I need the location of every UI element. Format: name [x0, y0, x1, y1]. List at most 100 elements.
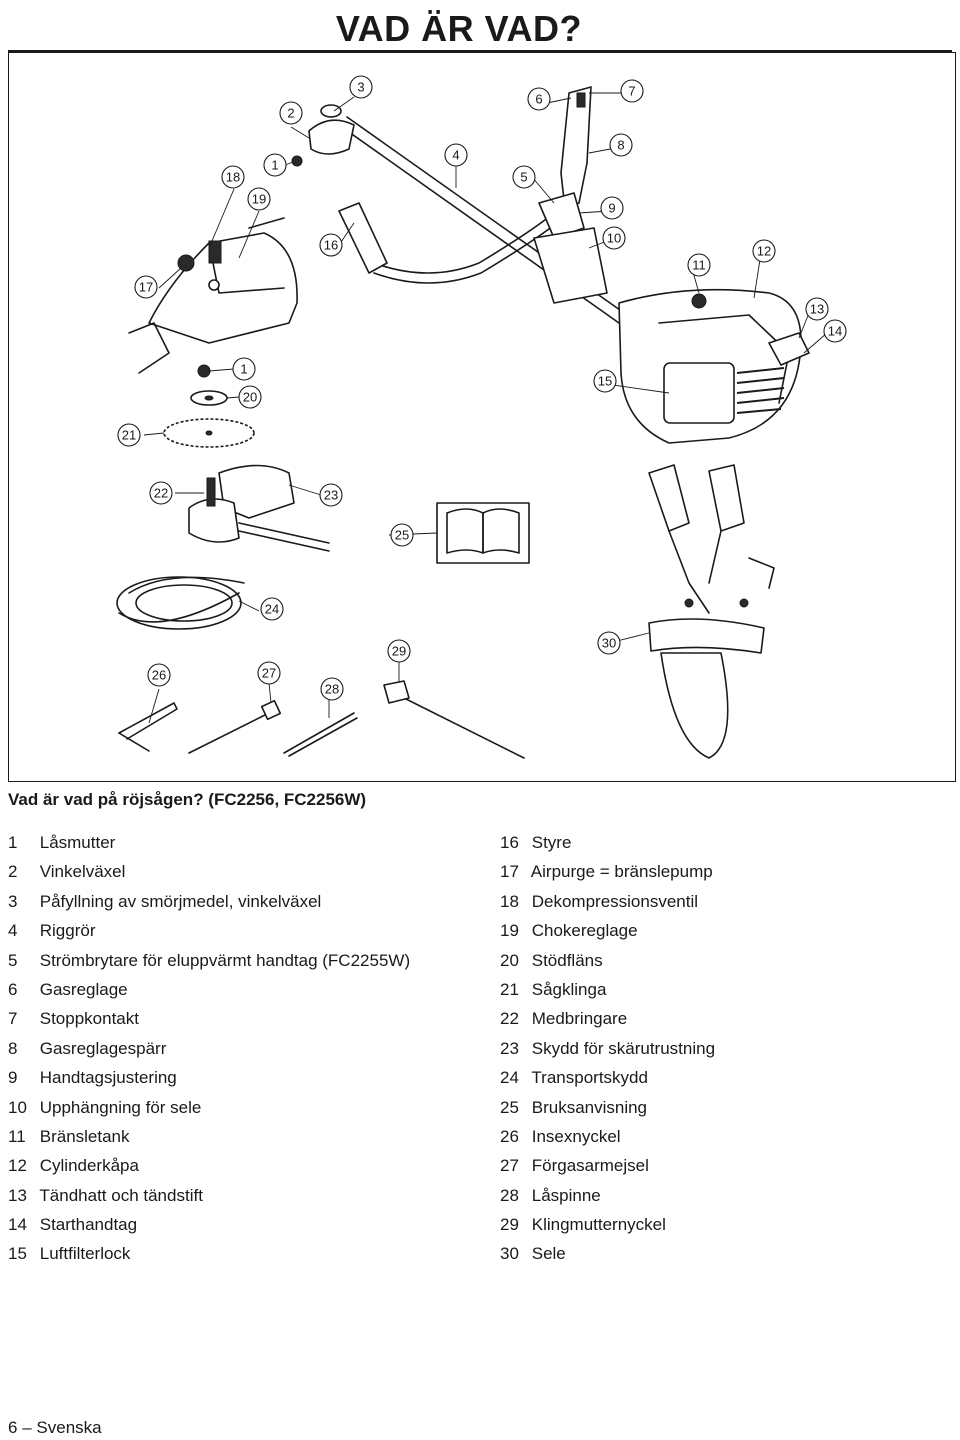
- part-number: 14: [8, 1215, 27, 1235]
- part-number: 7: [8, 1009, 18, 1029]
- part-label: Bränsletank: [39, 1126, 130, 1146]
- title-rule: [8, 50, 952, 53]
- callout-circle: [238, 385, 262, 409]
- part-item: 3 Påfyllning av smörjmedel, vinkelväxel: [8, 887, 410, 916]
- callout-circle: [349, 75, 373, 99]
- part-label: Vinkelväxel: [39, 862, 126, 882]
- callout-circle: [593, 369, 617, 393]
- part-item: 5 Strömbrytare för eluppvärmt handtag (F…: [8, 946, 410, 975]
- part-label: Airpurge = bränslepump: [530, 862, 713, 882]
- callout-circle: [232, 357, 256, 381]
- part-item: 28 Låspinne: [500, 1181, 715, 1210]
- callout-number: 25: [395, 528, 409, 543]
- part-label: Medbringare: [531, 1009, 628, 1029]
- part-item: 14 Starthandtag: [8, 1210, 410, 1239]
- callout-circle: [263, 153, 287, 177]
- part-item: 23 Skydd för skärutrustning: [500, 1034, 715, 1063]
- callout-circle: [320, 677, 344, 701]
- part-label: Gasreglage: [39, 979, 128, 999]
- callout-number: 20: [243, 390, 257, 405]
- callout-number: 28: [325, 682, 339, 697]
- transport-guard-drawing: [116, 576, 245, 630]
- part-number: 19: [500, 921, 519, 941]
- callout-number: 11: [692, 258, 706, 273]
- callout-number: 29: [392, 644, 406, 659]
- callout-circle: [319, 483, 343, 507]
- callout-circle: [600, 196, 624, 220]
- part-item: 13 Tändhatt och tändstift: [8, 1181, 410, 1210]
- callout-number: 4: [452, 148, 459, 163]
- gear-head-drawing: [188, 464, 330, 552]
- part-item: 22 Medbringare: [500, 1004, 715, 1033]
- callout-number: 16: [324, 238, 338, 253]
- callout-number: 14: [828, 324, 842, 339]
- callout-circle: [319, 233, 343, 257]
- callout-circle: [257, 661, 281, 685]
- callout-circle: [687, 253, 711, 277]
- part-number: 4: [8, 921, 18, 941]
- callout-circle: [609, 133, 633, 157]
- callout-circle: [134, 275, 158, 299]
- part-number: 5: [8, 950, 18, 970]
- part-label: Sågklinga: [531, 979, 607, 999]
- callout-number: 21: [122, 428, 136, 443]
- part-number: 8: [8, 1038, 18, 1058]
- callout-number: 26: [152, 668, 166, 683]
- part-item: 12 Cylinderkåpa: [8, 1151, 410, 1180]
- callout-number: 1: [240, 362, 247, 377]
- section-heading: Vad är vad på röjsågen? (FC2256, FC2256W…: [8, 790, 367, 809]
- part-label: Tändhatt och tändstift: [39, 1185, 203, 1205]
- callout-circle: [147, 663, 171, 687]
- callout-circle: [752, 239, 776, 263]
- manual-book-icon: [436, 502, 530, 564]
- part-number: 22: [500, 1009, 519, 1029]
- callout-circle: [247, 187, 271, 211]
- callout-number: 30: [602, 636, 616, 651]
- callout-number: 15: [598, 374, 612, 389]
- part-number: 28: [500, 1185, 519, 1205]
- callout-leaders: [143, 92, 828, 724]
- part-label: Riggrör: [39, 921, 96, 941]
- part-item: 24 Transportskydd: [500, 1063, 715, 1092]
- part-number: 24: [500, 1068, 519, 1088]
- callout-number: 13: [810, 302, 824, 317]
- brushcutter-drawing: [291, 86, 810, 444]
- callout-number: 9: [608, 201, 615, 216]
- part-number: 29: [500, 1215, 519, 1235]
- part-label: Stödfläns: [531, 950, 603, 970]
- part-item: 18 Dekompressionsventil: [500, 887, 715, 916]
- part-number: 9: [8, 1068, 18, 1088]
- part-label: Dekompressionsventil: [531, 891, 699, 911]
- part-number: 13: [8, 1185, 27, 1205]
- blade-drawing: [163, 364, 255, 448]
- part-label: Klingmutternyckel: [531, 1215, 666, 1235]
- part-item: 21 Sågklinga: [500, 975, 715, 1004]
- part-number: 10: [8, 1097, 27, 1117]
- part-item: 26 Insexnyckel: [500, 1122, 715, 1151]
- callout-number: 19: [252, 192, 266, 207]
- part-item: 11 Bränsletank: [8, 1122, 410, 1151]
- callout-circle: [512, 165, 536, 189]
- callout-number: 23: [324, 488, 338, 503]
- page-title: VAD ÄR VAD?: [335, 8, 582, 49]
- part-label: Bruksanvisning: [531, 1097, 648, 1117]
- callout-circle: [597, 631, 621, 655]
- part-number: 1: [8, 833, 18, 852]
- part-item: 29 Klingmutternyckel: [500, 1210, 715, 1239]
- harness-drawing: [648, 464, 775, 759]
- callout-circle: [387, 639, 411, 663]
- callout-number: 24: [265, 602, 279, 617]
- part-item: 6 Gasreglage: [8, 975, 410, 1004]
- part-number: 2: [8, 862, 18, 882]
- part-number: 3: [8, 891, 18, 911]
- callout-circle: [260, 597, 284, 621]
- part-item: 20 Stödfläns: [500, 946, 715, 975]
- part-item: 19 Chokereglage: [500, 916, 715, 945]
- part-number: 23: [500, 1038, 519, 1058]
- part-item: 2 Vinkelväxel: [8, 857, 410, 886]
- part-number: 11: [8, 1126, 26, 1146]
- callout-number: 17: [139, 280, 153, 295]
